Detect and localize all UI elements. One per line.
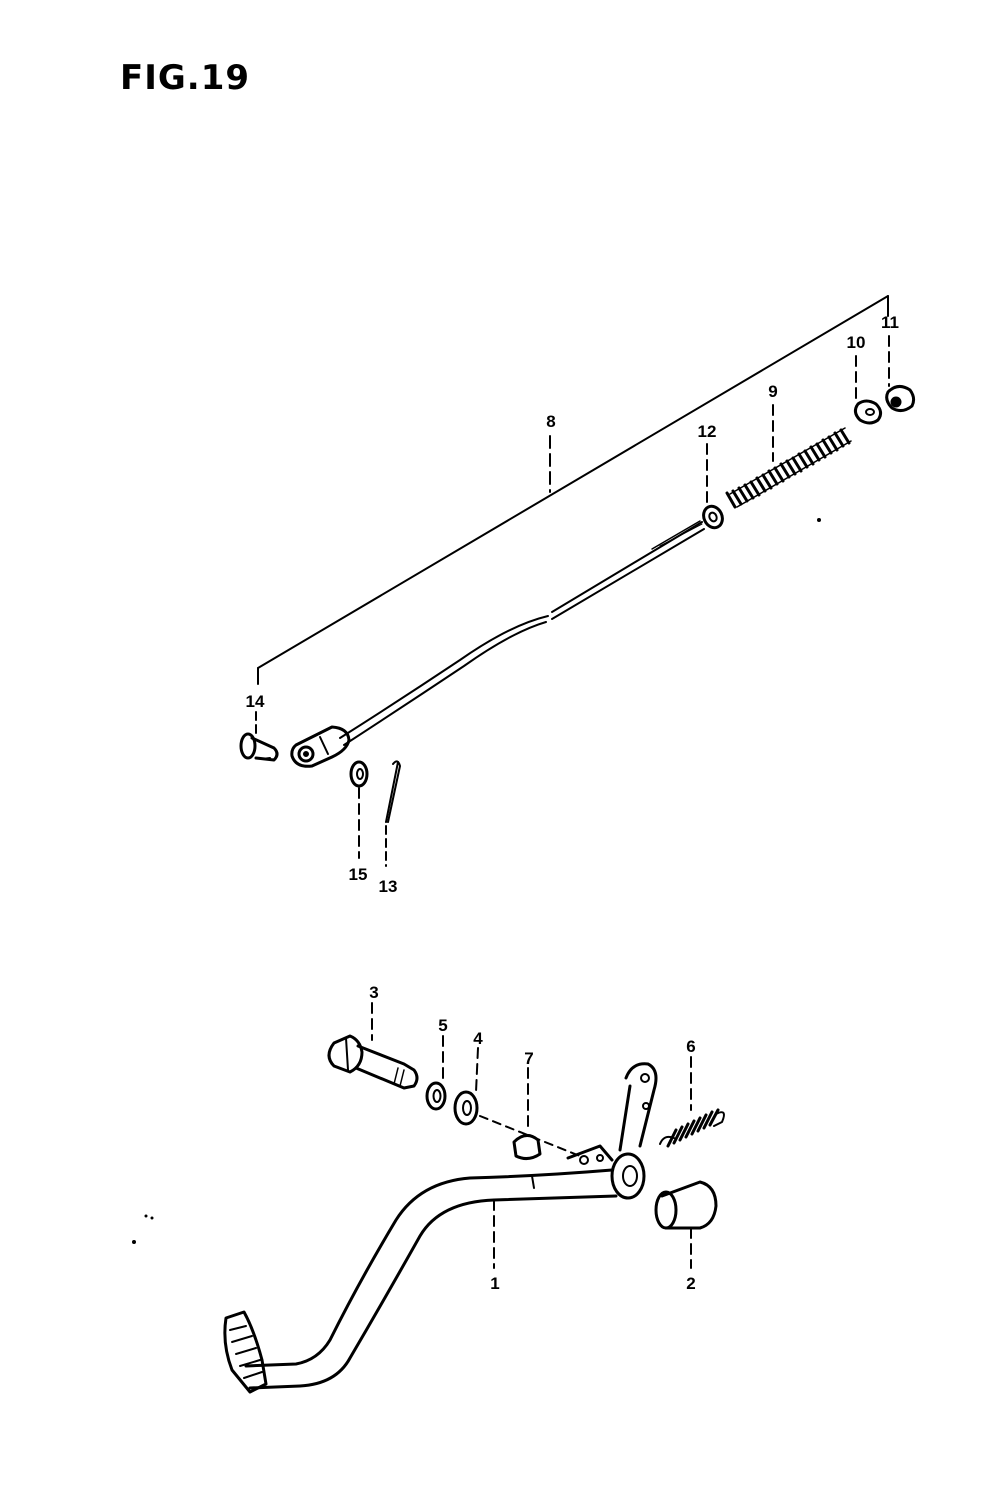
callout-6: 6 bbox=[686, 1037, 695, 1056]
callout-8: 8 bbox=[546, 412, 555, 431]
callout-9: 9 bbox=[768, 382, 777, 401]
cotter-pin-13 bbox=[385, 760, 401, 867]
callout-15: 15 bbox=[349, 865, 368, 884]
washer-12 bbox=[702, 443, 724, 530]
brake-rod bbox=[290, 435, 705, 768]
brake-pedal-1 bbox=[223, 1062, 658, 1394]
cap-7 bbox=[512, 1067, 542, 1161]
callout-13: 13 bbox=[379, 877, 398, 896]
callout-10: 10 bbox=[847, 333, 866, 352]
callout-14: 14 bbox=[246, 692, 265, 711]
bolt-3 bbox=[327, 1002, 419, 1090]
callout-12: 12 bbox=[698, 422, 717, 441]
washer-4 bbox=[453, 1047, 479, 1126]
pin-14 bbox=[239, 711, 279, 762]
return-spring-6 bbox=[659, 1056, 725, 1148]
callout-2: 2 bbox=[686, 1274, 695, 1293]
callout-7: 7 bbox=[524, 1049, 533, 1068]
callout-labels: 1 2 3 4 5 6 7 8 9 10 11 12 13 14 15 bbox=[246, 313, 899, 1293]
lock-washer-5 bbox=[425, 1035, 447, 1111]
callout-1: 1 bbox=[490, 1274, 499, 1293]
assembly-dashed-line bbox=[479, 1115, 581, 1157]
assembly-bracket-line bbox=[257, 295, 889, 685]
nut-11 bbox=[885, 335, 916, 413]
callout-4: 4 bbox=[473, 1029, 483, 1048]
callout-11: 11 bbox=[881, 313, 899, 332]
joint-10 bbox=[853, 355, 883, 425]
bushing-2 bbox=[654, 1180, 718, 1269]
spring-9 bbox=[725, 404, 852, 509]
washer-15 bbox=[349, 760, 369, 859]
callout-3: 3 bbox=[369, 983, 378, 1002]
figure-title: FIG.19 bbox=[120, 58, 251, 98]
callout-5: 5 bbox=[438, 1016, 447, 1035]
